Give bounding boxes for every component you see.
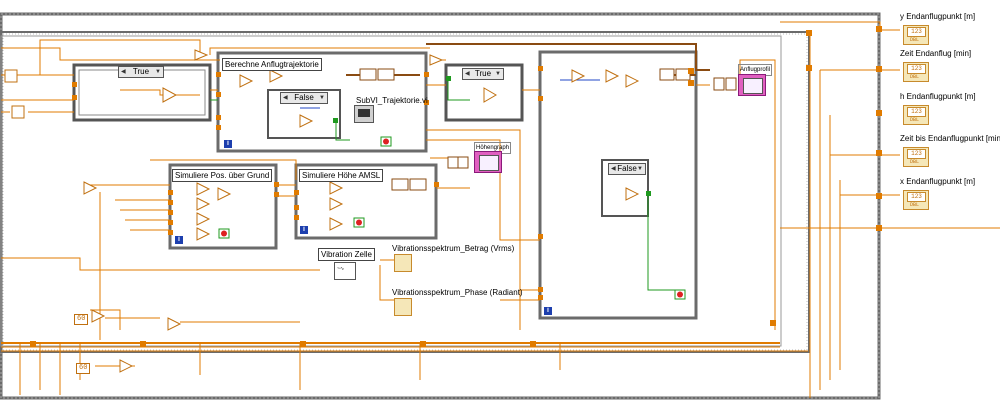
hoehe-structure-title: Simuliere Höhe AMSL xyxy=(299,169,384,182)
dropdown-arrow-icon[interactable]: ▼ xyxy=(495,71,501,77)
left-arrow-icon[interactable]: ◀ xyxy=(611,166,616,172)
indicator-y-endanflug-label: y Endanflugpunkt [m] xyxy=(900,12,976,21)
anflug-structure-title: Berechne Anflugtrajektorie xyxy=(222,58,322,71)
dropdown-arrow-icon[interactable]: ▼ xyxy=(637,166,643,172)
case-selector-right-false[interactable]: ◀ False ▼ xyxy=(608,163,646,175)
indicator-h-endanflug-label: h Endanflugpunkt [m] xyxy=(900,92,976,101)
indicator-zeit-endanflug[interactable]: 123 DBL xyxy=(903,62,929,82)
spectrum-phase-label: Vibrationsspektrum_Phase (Radiant) xyxy=(392,288,523,297)
spectrum-betrag-terminal[interactable] xyxy=(394,254,412,272)
indicator-zeit-endanflug-label: Zeit Endanflug [min] xyxy=(900,49,972,58)
subvi-trajektorie-icon[interactable] xyxy=(354,105,374,123)
left-arrow-icon[interactable]: ◀ xyxy=(465,71,470,77)
vibration-subvi-label: Vibration Zelle xyxy=(318,248,375,261)
left-arrow-icon[interactable]: ◀ xyxy=(121,69,126,75)
case-selector-mid-true[interactable]: ◀ True ▼ xyxy=(462,68,504,80)
anflugprofil-graph-icon[interactable] xyxy=(738,74,766,96)
grund-structure-title: Simuliere Pos. über Grund xyxy=(172,169,273,182)
spectrum-phase-terminal[interactable] xyxy=(394,298,412,316)
right-loop-info-icon: i xyxy=(544,307,552,315)
left-arrow-icon[interactable]: ◀ xyxy=(283,95,288,101)
indicator-y-endanflug[interactable]: 123 DBL xyxy=(903,25,929,45)
hoehengraph-graph-icon[interactable] xyxy=(474,151,502,173)
vibration-subvi-icon[interactable]: ~∿ xyxy=(334,262,356,280)
dropdown-arrow-icon[interactable]: ▼ xyxy=(155,69,161,75)
indicator-h-endanflug[interactable]: 123 DBL xyxy=(903,105,929,125)
spectrum-betrag-label: Vibrationsspektrum_Betrag (Vrms) xyxy=(392,244,515,253)
dropdown-arrow-icon[interactable]: ▼ xyxy=(319,95,325,101)
case-selector-anflug-false[interactable]: ◀ False ▼ xyxy=(280,92,328,104)
indicator-zeit-bis-endanflug[interactable]: 123 DBL xyxy=(903,147,929,167)
constant-60-bottom[interactable]: 60 xyxy=(76,363,91,374)
case-selector-left-true[interactable]: ◀ True ▼ xyxy=(118,66,164,78)
hoehe-info-icon: i xyxy=(300,226,308,234)
indicator-x-endanflug-label: x Endanflugpunkt [m] xyxy=(900,177,976,186)
constant-60-top[interactable]: 60 xyxy=(74,314,89,325)
indicator-zeit-bis-endanflug-label: Zeit bis Endanflugpunkt [min] xyxy=(900,134,1000,143)
subvi-trajektorie-label: SubVI_Trajektorie.vi xyxy=(356,96,428,105)
indicator-x-endanflug[interactable]: 123 DBL xyxy=(903,190,929,210)
anflug-info-icon: i xyxy=(224,140,232,148)
grund-info-icon: i xyxy=(175,236,183,244)
